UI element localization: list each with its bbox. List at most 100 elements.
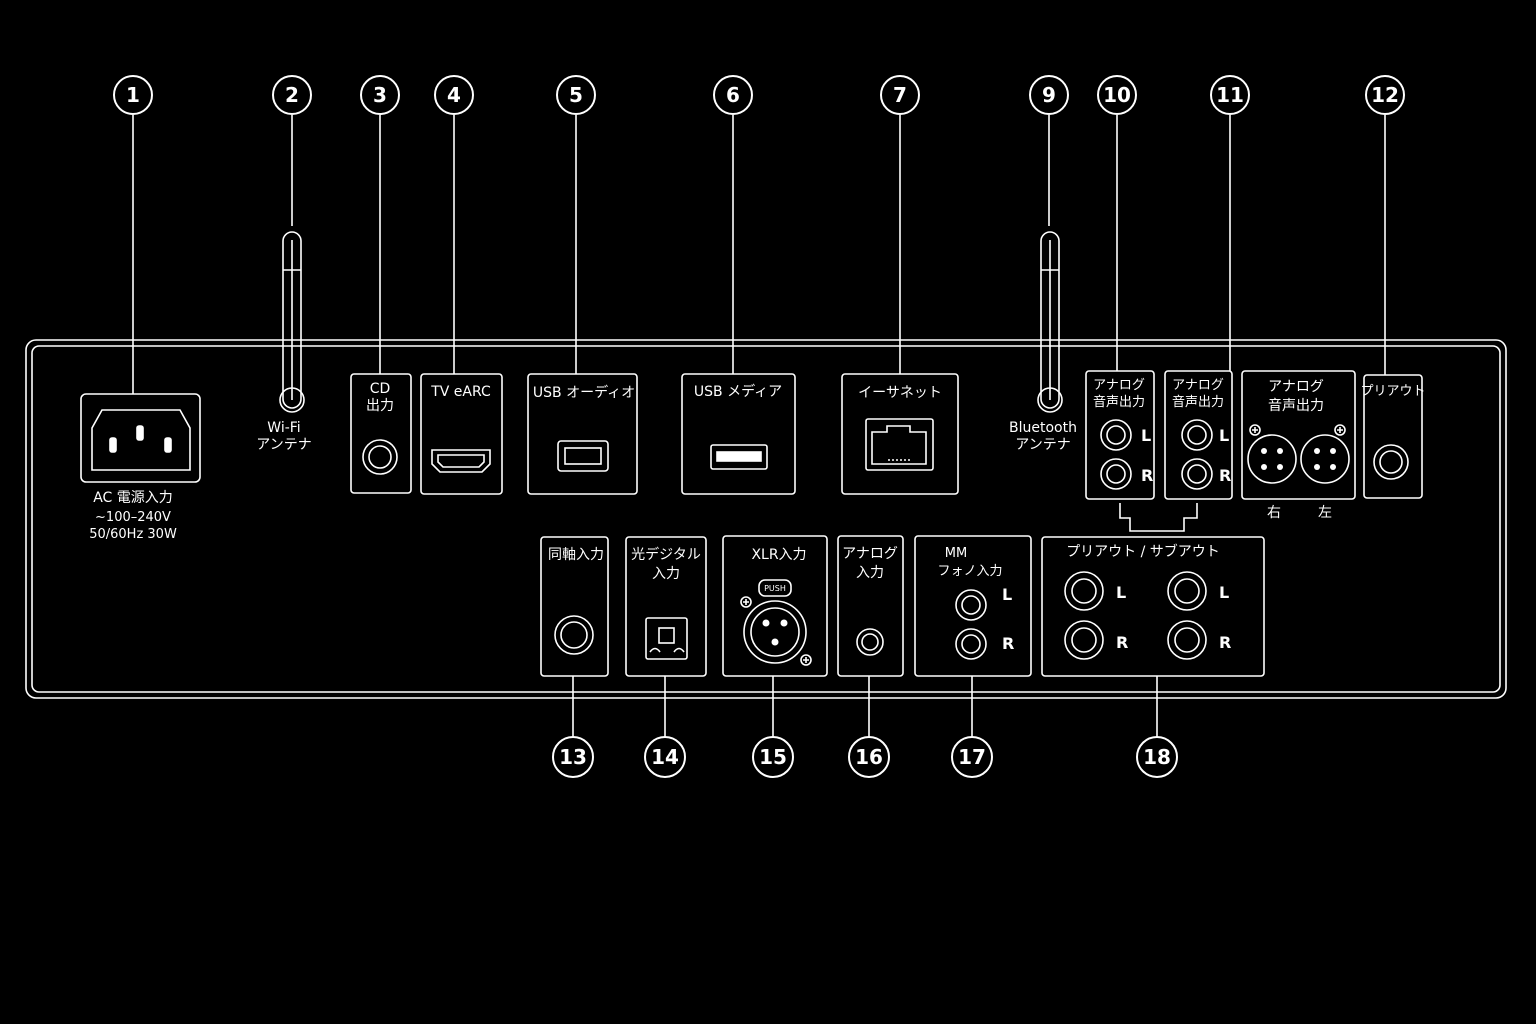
lr-marker: R — [1219, 466, 1231, 485]
analog-in-box — [837, 535, 904, 677]
analog-in-label-2: 入力 — [856, 565, 884, 581]
callout-number: 12 — [1371, 83, 1399, 107]
ethernet-label: イーサネット — [858, 385, 942, 401]
callout-17 — [951, 736, 993, 778]
rca-jack-icon — [955, 589, 987, 621]
analog-in-label: アナログ — [842, 546, 898, 562]
lr-marker: R — [1219, 633, 1231, 652]
optical-in-box — [625, 536, 707, 677]
mm-phono-box — [914, 535, 1032, 677]
preout-top-label: プリアウト — [1360, 384, 1425, 399]
callout-number: 7 — [893, 83, 907, 107]
lr-marker: R — [1002, 634, 1014, 653]
xlr-in-label: XLR入力 — [751, 547, 806, 563]
analog-out-b-box — [1164, 370, 1233, 500]
callout-number: 13 — [559, 745, 587, 769]
rca-jack-icon — [1100, 458, 1132, 490]
ac-voltage-label: ~100–240V — [95, 510, 171, 525]
leader-lines — [132, 115, 1386, 737]
xlr-male-right-icon — [1247, 424, 1297, 484]
lr-marker: L — [1219, 583, 1229, 602]
usb-media-label: USB メディア — [694, 383, 782, 400]
lr-marker: R — [1141, 466, 1153, 485]
callout-number: 1 — [126, 83, 140, 107]
chassis-outline — [25, 339, 1507, 699]
callout-5 — [556, 75, 596, 115]
mm-label: MM — [945, 546, 967, 561]
callout-14 — [644, 736, 686, 778]
callout-number: 5 — [569, 83, 583, 107]
xlr-right-label: 右 — [1267, 505, 1281, 521]
lr-marker: L — [1116, 583, 1126, 602]
analog-out-a-box — [1085, 370, 1155, 500]
cd-coax-jack-icon — [362, 439, 398, 475]
callout-10 — [1097, 75, 1137, 115]
optical-label: 光デジタル — [631, 546, 701, 563]
xlr-in-box — [722, 535, 828, 677]
push-label: PUSH — [764, 584, 786, 593]
rca-jack-icon — [1064, 620, 1104, 660]
rca-jack-icon — [1100, 419, 1132, 451]
mm-phono-label: フォノ入力 — [937, 564, 1002, 579]
preout-subout-label: プリアウト / サブアウト — [1066, 543, 1220, 560]
callout-number: 15 — [759, 745, 787, 769]
callout-number: 9 — [1042, 83, 1056, 107]
analog-in-jack-icon — [856, 628, 884, 656]
analog-b-label-2: 音声出力 — [1172, 394, 1224, 410]
callout-6 — [713, 75, 753, 115]
callout-9 — [1029, 75, 1069, 115]
rca-jack-icon — [1181, 458, 1213, 490]
lr-marker: L — [1141, 426, 1151, 445]
bluetooth-antenna-icon — [1037, 231, 1063, 413]
usb-a-port-icon — [710, 444, 768, 470]
callout-number: 2 — [285, 83, 299, 107]
cd-out-box — [350, 373, 412, 494]
tv-earc-label: TV eARC — [430, 384, 491, 400]
callout-number: 18 — [1143, 745, 1171, 769]
wifi-antenna-label: アンテナ — [256, 437, 311, 453]
ac-inlet-socket — [91, 409, 191, 471]
callout-number: 10 — [1103, 83, 1131, 107]
rca-jack-icon — [1064, 571, 1104, 611]
callout-number: 17 — [958, 745, 986, 769]
callout-18 — [1136, 736, 1178, 778]
coax-jack-icon — [554, 615, 594, 655]
callout-number: 6 — [726, 83, 740, 107]
hdmi-port-icon — [431, 449, 491, 473]
ac-inlet-frame — [80, 393, 201, 483]
callout-number: 4 — [447, 83, 461, 107]
wifi-antenna-icon — [279, 231, 305, 413]
rca-jack-icon — [1181, 419, 1213, 451]
usb-b-port-icon — [557, 440, 609, 472]
chassis-inner-outline — [31, 345, 1501, 693]
callout-7 — [880, 75, 920, 115]
callout-3 — [360, 75, 400, 115]
callout-12 — [1365, 75, 1405, 115]
preout-jack-icon — [1373, 444, 1409, 480]
xlr-left-label: 左 — [1318, 505, 1332, 521]
bt-label: Bluetooth — [1009, 420, 1077, 436]
optical-port-icon — [645, 617, 688, 660]
callout-number: 11 — [1216, 83, 1244, 107]
usb-audio-label: USB オーディオ — [533, 384, 635, 401]
callout-4 — [434, 75, 474, 115]
analog-a-label: アナログ — [1093, 378, 1145, 393]
callout-11 — [1210, 75, 1250, 115]
callout-1 — [113, 75, 153, 115]
callout-13 — [552, 736, 594, 778]
callout-16 — [848, 736, 890, 778]
usb-media-box — [681, 373, 796, 495]
analog-a-label-2: 音声出力 — [1093, 394, 1145, 410]
usb-audio-box — [527, 373, 638, 495]
ac-label: AC 電源入力 — [93, 490, 173, 506]
callout-number: 3 — [373, 83, 387, 107]
coax-label: 同軸入力 — [548, 547, 604, 563]
group-bracket — [1119, 503, 1198, 532]
coax-in-box — [540, 536, 609, 677]
analog-b-label: アナログ — [1172, 378, 1224, 393]
lr-marker: L — [1002, 585, 1012, 604]
analog-xlr-label-2: 音声出力 — [1268, 397, 1324, 414]
callout-circles — [113, 75, 1405, 778]
ac-pin-right — [164, 437, 172, 453]
